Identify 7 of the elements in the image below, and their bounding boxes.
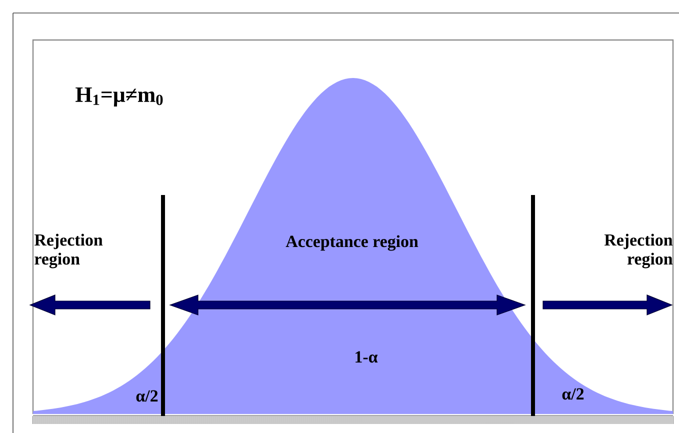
hypothesis-label: H$_{1}$=μ≠m$_{0}$ bbox=[76, 87, 163, 106]
region-label: Acceptance region bbox=[286, 235, 418, 251]
region-label: Rejection region bbox=[34, 234, 103, 268]
region-label: Rejection region bbox=[604, 234, 673, 268]
region-label: 1-α bbox=[356, 351, 378, 363]
region-label: α/2 bbox=[562, 388, 584, 400]
region-label: α/2 bbox=[136, 390, 158, 402]
